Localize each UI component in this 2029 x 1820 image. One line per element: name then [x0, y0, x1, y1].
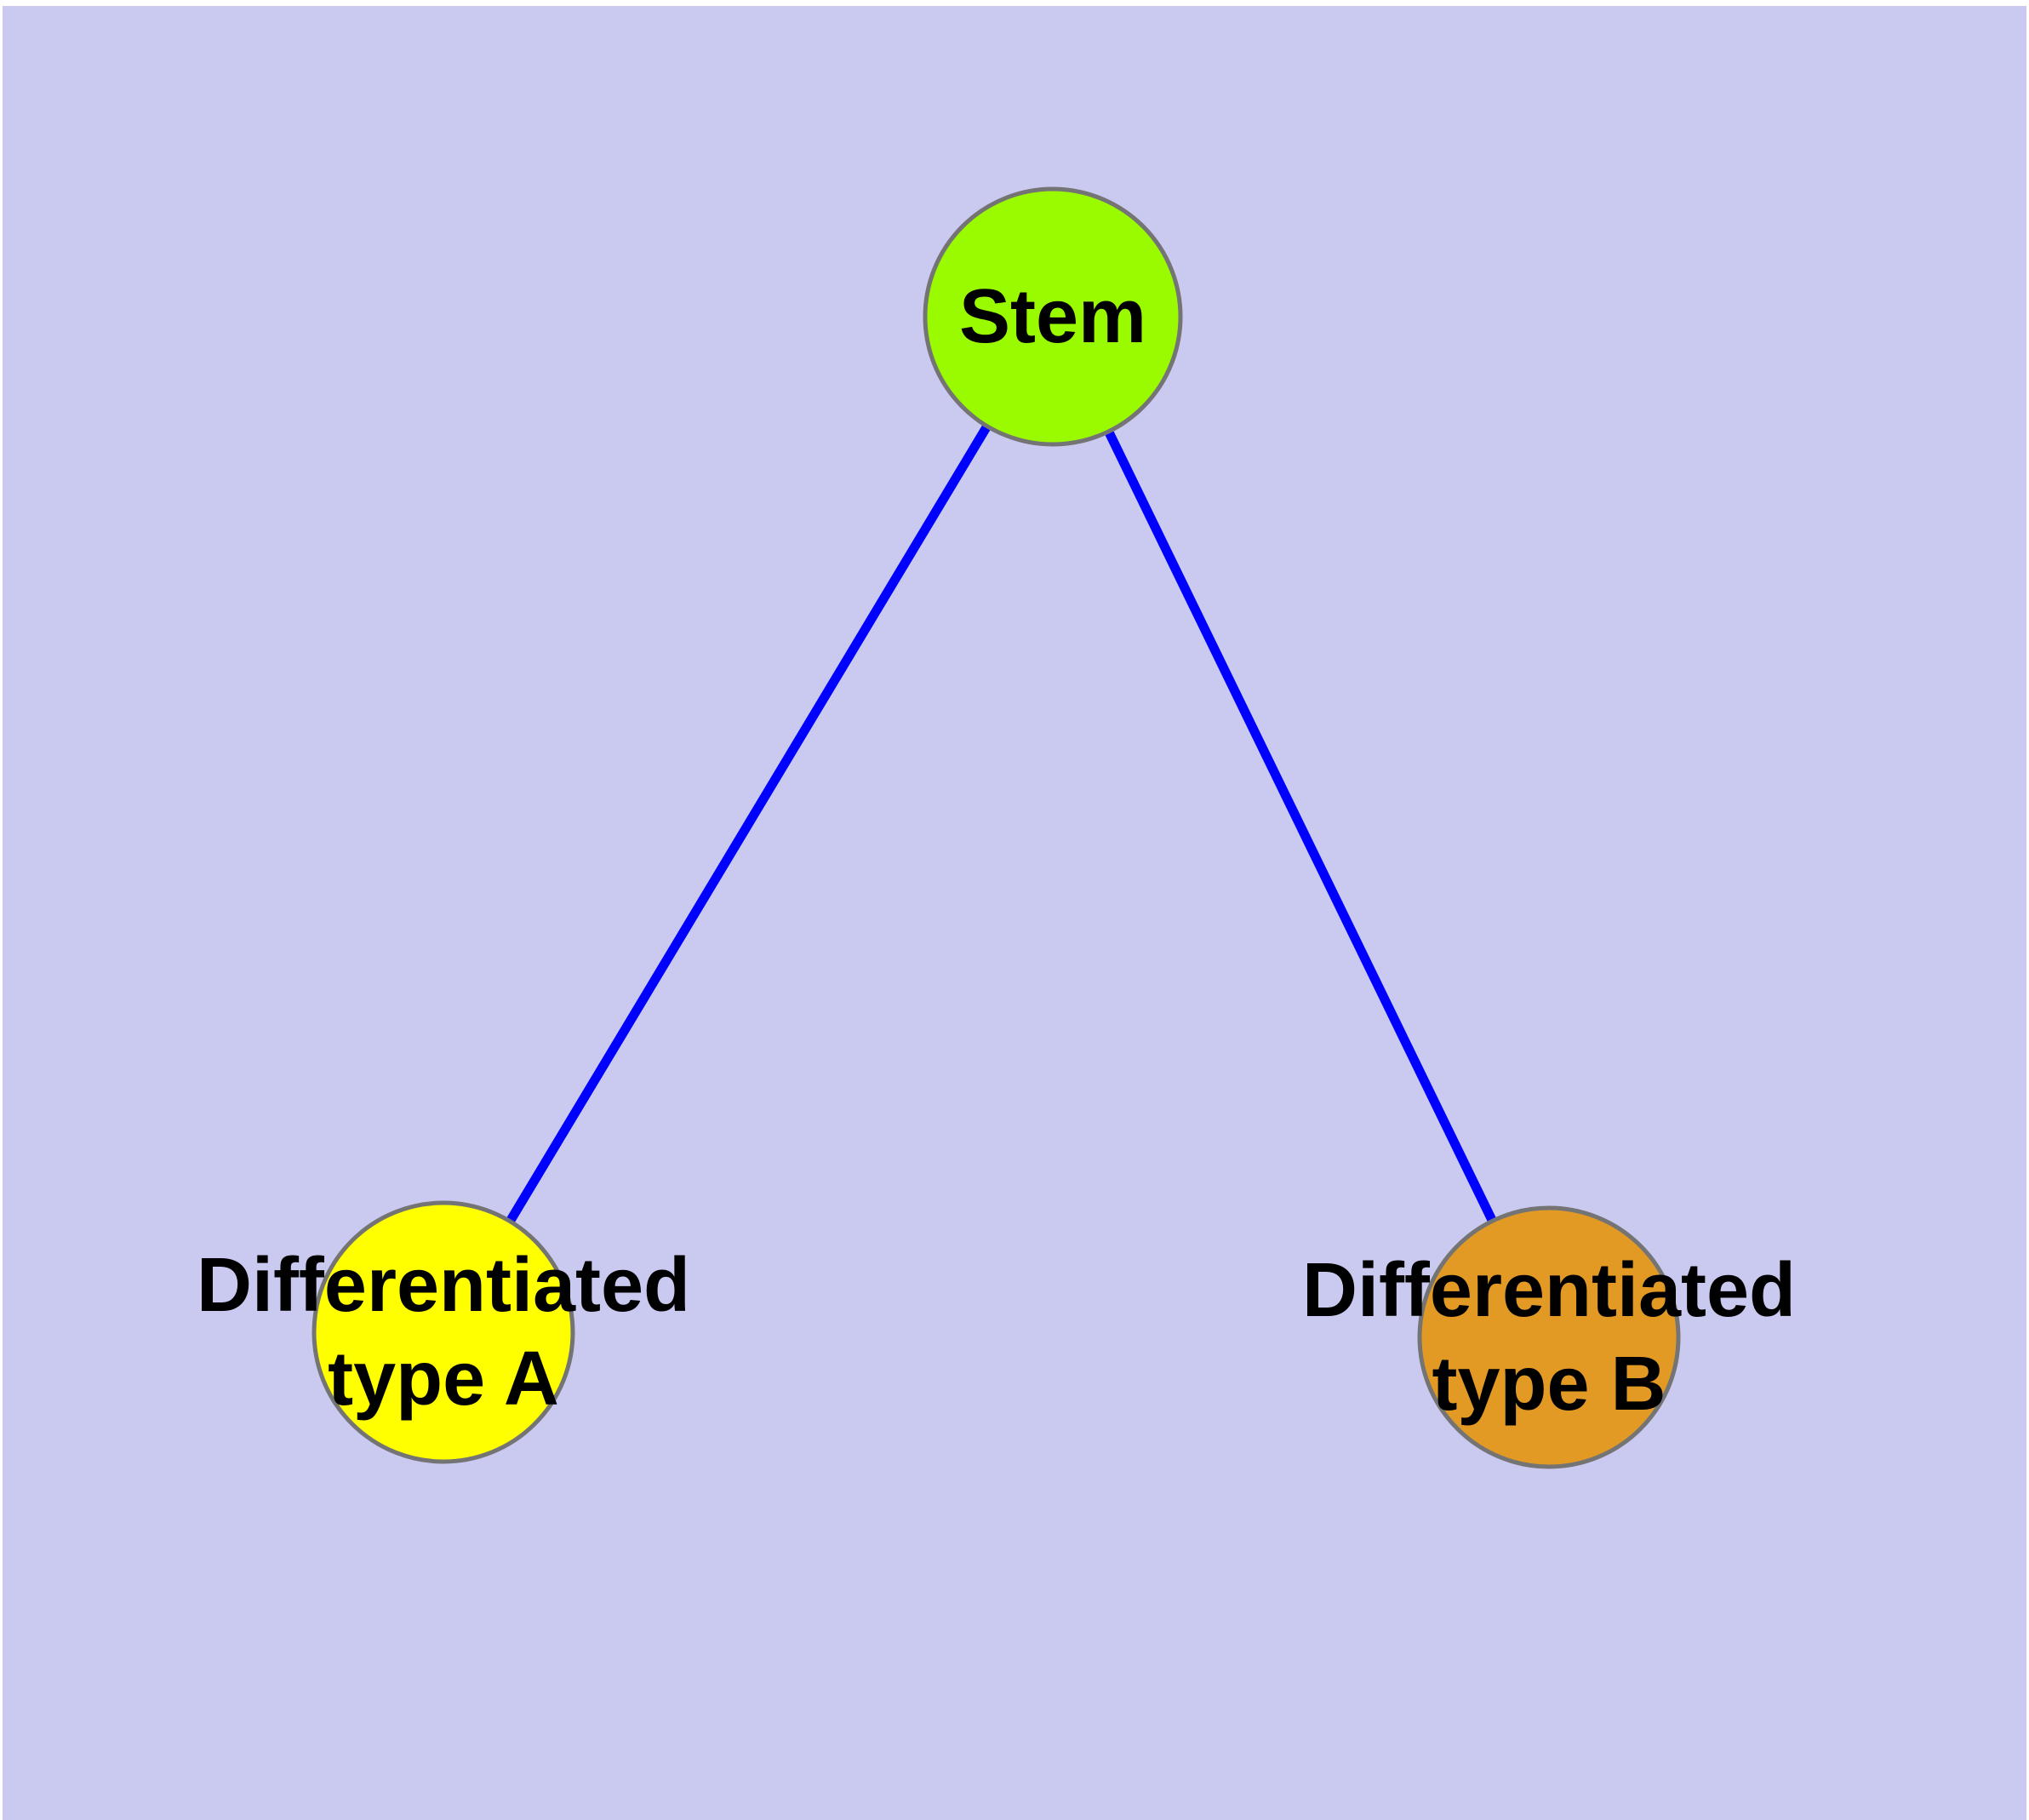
node-label-line: type B — [1432, 1342, 1666, 1427]
node-label-line: type A — [328, 1336, 559, 1422]
node-stem — [923, 186, 1183, 447]
node-label-stem: Stem — [959, 274, 1146, 359]
node-type-b — [1417, 1205, 1681, 1469]
node-label-line: Differentiated — [197, 1243, 690, 1328]
node-label-type-b: Differentiated type B — [1302, 1248, 1796, 1427]
node-type-a — [311, 1200, 575, 1464]
edge-stem-to-type-a — [439, 314, 1057, 1335]
node-label-line: Stem — [959, 274, 1146, 359]
node-label-line: Differentiated — [1302, 1248, 1796, 1333]
edge-stem-to-type-b — [1049, 314, 1553, 1340]
